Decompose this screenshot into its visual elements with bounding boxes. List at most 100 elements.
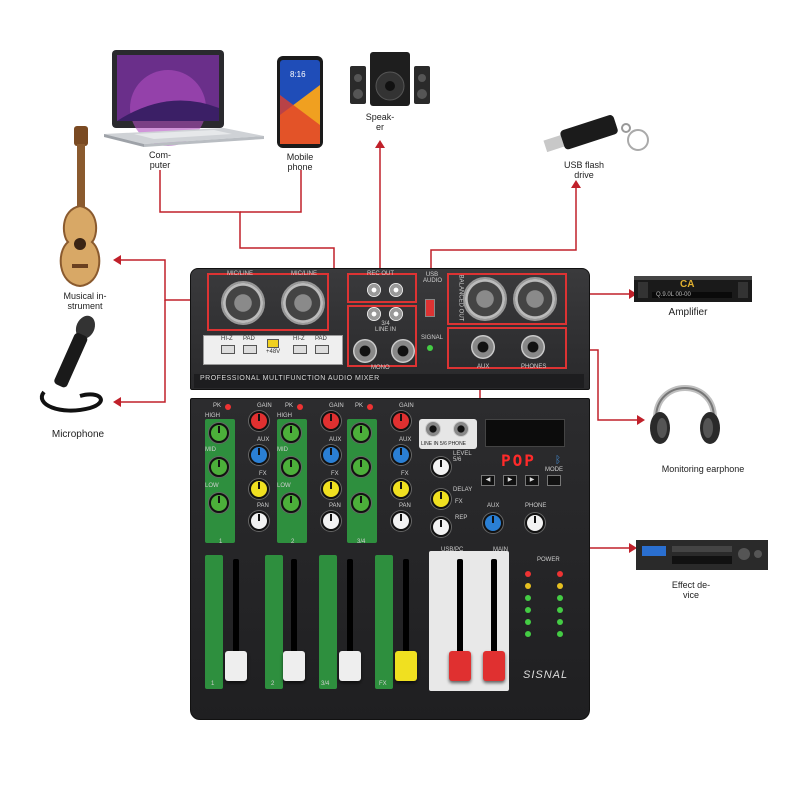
arrow-speaker [375, 140, 385, 148]
monitoring-earphone-label: Monitoring earphone [661, 464, 745, 474]
meter-led-l6 [525, 631, 531, 637]
ch34-high-knob[interactable] [351, 423, 371, 443]
ch34-low-knob[interactable] [351, 493, 371, 513]
ch2-pan-knob[interactable] [321, 511, 341, 531]
balanced-out-box [447, 273, 567, 325]
mic-line-2-label: MIC/LINE [291, 271, 318, 277]
play-pause-button[interactable]: ▶ [503, 475, 517, 486]
hi-z-button-1[interactable] [221, 345, 235, 354]
next-button[interactable]: ▶ [525, 475, 539, 486]
xlr-input-1[interactable] [221, 281, 265, 325]
ch34-pan-knob[interactable] [391, 511, 411, 531]
phantom-48v-button[interactable] [267, 339, 279, 348]
line-in-rca-left[interactable] [367, 307, 381, 321]
pad-button-1[interactable] [243, 345, 257, 354]
phone-level-knob[interactable] [525, 513, 545, 533]
balanced-out-left[interactable] [463, 277, 507, 321]
ch2-gain-knob[interactable] [321, 411, 341, 431]
line-in-jack-right[interactable] [391, 339, 415, 363]
ch1-aux-knob[interactable] [249, 445, 269, 465]
aux-master-knob[interactable] [483, 513, 503, 533]
fader-fx-slot [403, 559, 409, 679]
line-in-jack-left[interactable] [353, 339, 377, 363]
fader-34-cap[interactable] [339, 651, 361, 681]
ch1-aux-label: AUX [257, 437, 270, 443]
ch1-gain-knob[interactable] [249, 411, 269, 431]
ch1-fx-knob[interactable] [249, 479, 269, 499]
usb-drive-icon [543, 115, 649, 153]
ch34-gain-label: GAIN [399, 403, 414, 409]
rec-out-label: REC OUT [367, 271, 394, 277]
meter-led-r2 [557, 583, 563, 589]
ch2-high-knob[interactable] [281, 423, 301, 443]
meter-led-l3 [525, 595, 531, 601]
ch1-low-knob[interactable] [209, 493, 229, 513]
fader-1-strip [205, 555, 223, 689]
prev-button[interactable]: ◀ [481, 475, 495, 486]
fader-usb-cap[interactable] [449, 651, 471, 681]
fader-fx-strip [375, 555, 393, 689]
rep-label: REP [455, 515, 468, 521]
ch34-mid-knob[interactable] [351, 457, 371, 477]
phones-jack[interactable] [521, 335, 545, 359]
audio-mixer: MIC/LINE MIC/LINE HI-Z PAD +48V HI-Z PAD… [190, 268, 590, 720]
ch34-pk-label: PK [355, 403, 364, 409]
mode-button[interactable] [547, 475, 561, 486]
computer-label: Com- puter [149, 150, 171, 170]
fader-2-cap[interactable] [283, 651, 305, 681]
delay-knob[interactable] [431, 489, 451, 509]
balanced-out-right[interactable] [513, 277, 557, 321]
fader-fx-cap[interactable] [395, 651, 417, 681]
ch2-aux-knob[interactable] [321, 445, 341, 465]
ch34-aux-knob[interactable] [391, 445, 411, 465]
rec-out-left[interactable] [367, 283, 381, 297]
phone-input-jack[interactable] [453, 421, 469, 437]
display-window [485, 419, 565, 447]
effect-unit-icon [636, 540, 768, 570]
amplifier-label: Amplifier [668, 307, 708, 318]
ch1-mid-knob[interactable] [209, 457, 229, 477]
ch2-low-label: LOW [277, 483, 291, 489]
xlr-input-2[interactable] [281, 281, 325, 325]
phones-label: PHONES [521, 364, 547, 370]
fader-1-cap[interactable] [225, 651, 247, 681]
mobile-phone-label: Mobile phone [286, 152, 314, 172]
rep-knob[interactable] [431, 517, 451, 537]
rec-out-box [347, 273, 417, 303]
usb-port[interactable] [425, 299, 435, 317]
pad-button-2[interactable] [315, 345, 329, 354]
level-56-knob[interactable] [431, 457, 451, 477]
meter-led-l5 [525, 619, 531, 625]
ch2-fx-knob[interactable] [321, 479, 341, 499]
effect-device [636, 538, 768, 572]
delay-label: DELAY [453, 487, 473, 493]
arrow-earphone [637, 415, 645, 425]
amplifier-brand: CA [680, 279, 695, 290]
ch34-fx-label: FX [401, 471, 409, 477]
ch1-fx-label: FX [259, 471, 267, 477]
ch1-high-knob[interactable] [209, 423, 229, 443]
ch2-mid-knob[interactable] [281, 457, 301, 477]
speaker-icon [350, 52, 430, 106]
hi-z-button-2[interactable] [293, 345, 307, 354]
ch34-fx-knob[interactable] [391, 479, 411, 499]
fader-2-label: 2 [271, 681, 275, 687]
line-in-rca-right[interactable] [389, 307, 403, 321]
rec-out-right[interactable] [389, 283, 403, 297]
aux-jack[interactable] [471, 335, 495, 359]
ch1-pk-label: PK [213, 403, 222, 409]
fader-34-slot [347, 559, 353, 679]
ch2-low-knob[interactable] [281, 493, 301, 513]
fader-main-cap[interactable] [483, 651, 505, 681]
ch1-high-label: HIGH [205, 413, 220, 419]
arrow-amplifier [629, 289, 637, 299]
ch2-fx-label: FX [331, 471, 339, 477]
ch34-gain-knob[interactable] [391, 411, 411, 431]
level-meter [521, 565, 571, 651]
ch1-pan-knob[interactable] [249, 511, 269, 531]
mic-line-input-box [207, 273, 329, 331]
phone-icon [277, 56, 323, 148]
line-in-56-jack[interactable] [425, 421, 441, 437]
amplifier-device: CA Q.9.0L 00-00 [634, 272, 752, 304]
fader-34-label: 3/4 [321, 681, 330, 687]
